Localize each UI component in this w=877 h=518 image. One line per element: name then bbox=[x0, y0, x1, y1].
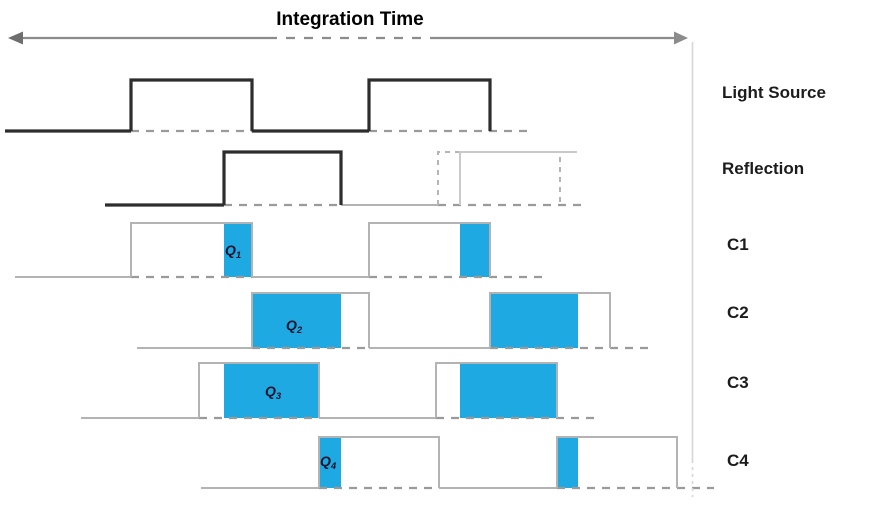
row-label: C4 bbox=[727, 451, 749, 470]
q-label-letter: Q bbox=[320, 453, 331, 469]
q-label: Q1 bbox=[225, 242, 241, 261]
integration-time-title: Integration Time bbox=[276, 9, 423, 30]
q-label-subscript: 3 bbox=[276, 391, 282, 402]
waveform-pulse bbox=[129, 78, 254, 131]
ghost-pulse-light bbox=[459, 151, 577, 205]
waveform-pulse bbox=[318, 436, 440, 488]
waveform-pulse bbox=[489, 292, 611, 348]
arrow-head-right bbox=[674, 31, 688, 45]
charge-region bbox=[224, 224, 252, 277]
charge-region bbox=[460, 364, 557, 418]
waveform-pulse bbox=[251, 292, 370, 348]
charge-region bbox=[490, 294, 578, 348]
row-label: C2 bbox=[727, 303, 749, 322]
waveform-pulse bbox=[367, 78, 492, 131]
q-label-subscript: 1 bbox=[236, 250, 241, 261]
charge-region bbox=[319, 438, 341, 488]
charge-region bbox=[557, 438, 578, 488]
q-label: Q4 bbox=[320, 453, 337, 472]
q-label-subscript: 4 bbox=[330, 461, 337, 472]
charge-region bbox=[460, 224, 490, 277]
arrow-head-left bbox=[8, 31, 23, 45]
q-label: Q2 bbox=[286, 317, 303, 336]
charge-region bbox=[224, 364, 319, 418]
waveform-pulse bbox=[130, 222, 253, 277]
q-label-letter: Q bbox=[265, 383, 276, 399]
waveform-pulse bbox=[222, 150, 343, 205]
row-label: Light Source bbox=[722, 83, 826, 102]
ghost-pulse-dashed bbox=[437, 151, 561, 205]
row-label: C1 bbox=[727, 235, 749, 254]
waveform-pulse bbox=[368, 222, 491, 277]
q-label-letter: Q bbox=[225, 242, 236, 258]
row-label: C3 bbox=[727, 373, 749, 392]
q-label: Q3 bbox=[265, 383, 282, 402]
row-label: Reflection bbox=[722, 159, 804, 178]
charge-region bbox=[252, 294, 341, 348]
waveform-pulse bbox=[435, 362, 558, 418]
q-label-subscript: 2 bbox=[296, 325, 303, 336]
q-label-letter: Q bbox=[286, 317, 297, 333]
waveform-pulse bbox=[198, 362, 320, 418]
waveform-pulse bbox=[556, 436, 678, 488]
